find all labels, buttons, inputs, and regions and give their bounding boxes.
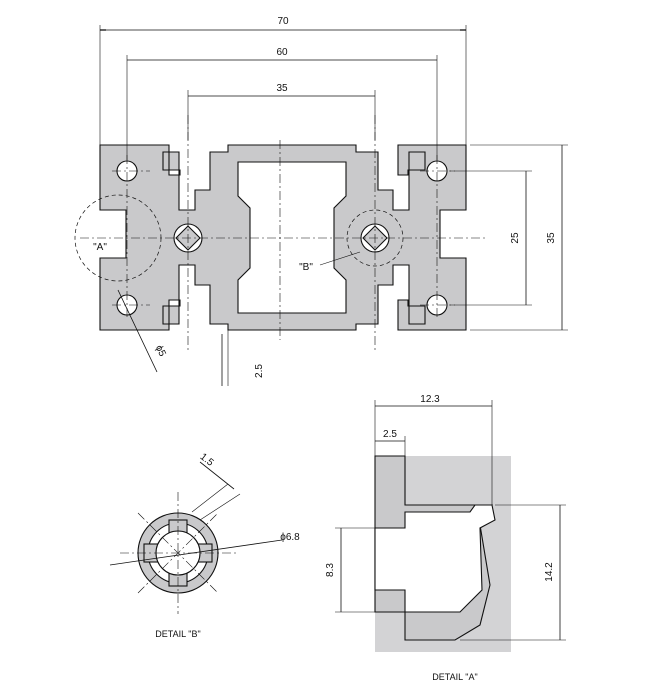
caption-detail-b: DETAIL "B" — [155, 629, 200, 639]
dim-wall-thickness: 2.5 — [254, 364, 265, 378]
dim-detail-width: 12.3 — [420, 394, 440, 405]
label-detail-a-ref: "A" — [93, 242, 107, 253]
detail-a-circle — [74, 194, 162, 282]
caption-detail-a: DETAIL "A" — [432, 672, 477, 682]
dim-bore-diameter: ϕ6.8 — [280, 532, 300, 543]
dim-opening: 8.3 — [325, 563, 336, 577]
dim-overall-height: 35 — [546, 232, 557, 244]
dim-hole-vertical-spacing: 25 — [510, 232, 521, 244]
dim-hole-diameter: ϕ5 — [153, 344, 168, 359]
dim-slot-width: 1.5 — [198, 451, 216, 468]
detail-b-view: 1.5 ϕ6.8 DETAIL "B" — [109, 451, 300, 639]
dim-overall-width: 70 — [277, 16, 289, 27]
main-profile-view: 70 60 35 25 35 2.5 ϕ5 "A" "B" — [74, 16, 568, 386]
detail-a-view: 12.3 2.5 8.3 14.2 DETAIL "A" — [325, 394, 566, 682]
label-detail-b-ref: "B" — [299, 262, 313, 273]
dim-lip-thickness: 2.5 — [383, 429, 397, 440]
dim-inner-width: 35 — [276, 83, 288, 94]
detail-b-circle — [346, 209, 404, 267]
central-cavity — [237, 161, 347, 314]
dim-detail-height: 14.2 — [544, 562, 555, 582]
dim-hole-spacing: 60 — [276, 47, 288, 58]
